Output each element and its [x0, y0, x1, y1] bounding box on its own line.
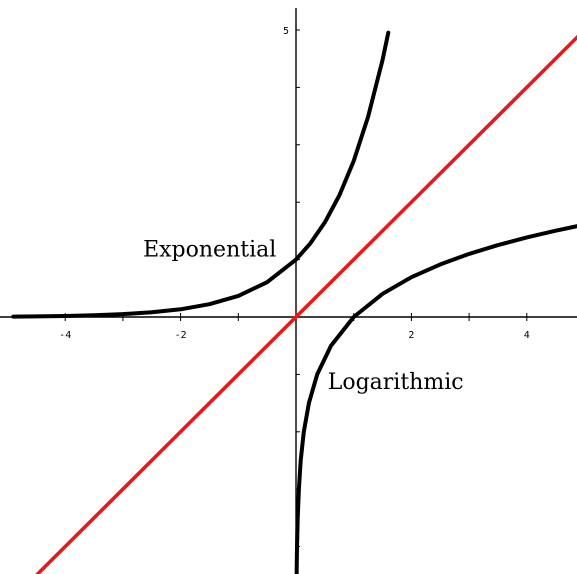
- logarithmic-curve: [294, 224, 577, 574]
- x-tick-label: -2: [175, 330, 187, 341]
- y-tick-label: 5: [283, 26, 289, 37]
- logarithmic-label: Logarithmic: [328, 370, 464, 395]
- x-tick-label: 4: [524, 330, 530, 341]
- exponential-label: Exponential: [143, 238, 276, 263]
- identity-curve: [35, 34, 577, 574]
- x-tick-label: 2: [408, 330, 414, 341]
- exponential-curve: [11, 30, 391, 319]
- axes: -4 -2 2 4 5: [0, 8, 577, 574]
- series-layer: [11, 30, 577, 574]
- x-tick-label: -4: [59, 330, 71, 341]
